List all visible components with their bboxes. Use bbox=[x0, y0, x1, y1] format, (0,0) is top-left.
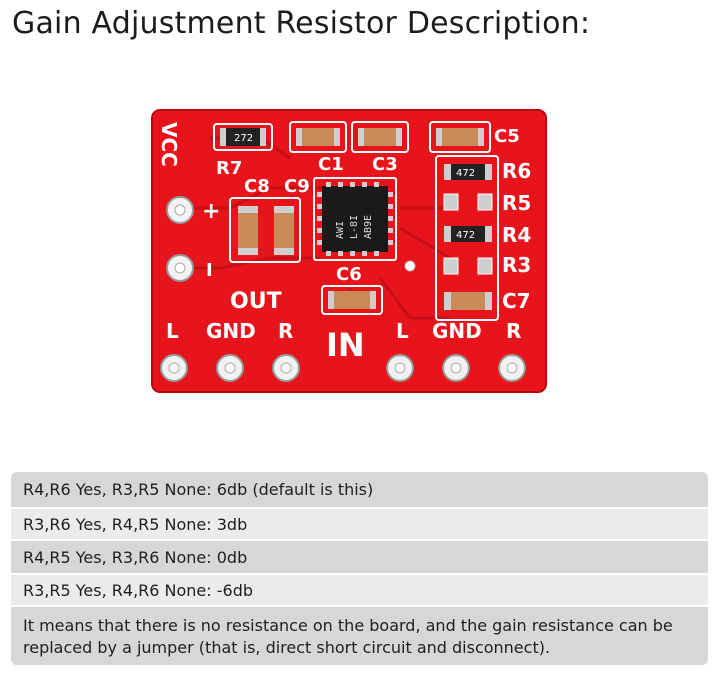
chip-pins bbox=[317, 182, 393, 256]
c6-outline bbox=[321, 285, 383, 315]
gain-settings-table: R4,R6 Yes, R3,R5 None: 6db (default is t… bbox=[11, 472, 708, 665]
r5-label: R5 bbox=[502, 191, 531, 215]
table-row: R3,R6 Yes, R4,R5 None: 3db bbox=[11, 509, 708, 541]
table-row-note: It means that there is no resistance on … bbox=[11, 607, 708, 665]
c8-label: C8 bbox=[244, 176, 270, 197]
in-gnd-label: GND bbox=[432, 319, 482, 343]
minus-label: I bbox=[206, 260, 213, 281]
c5-outline bbox=[429, 121, 491, 153]
amplifier-board-image: VCC 272 R7 C1 C3 C5 C8 C9 bbox=[150, 108, 550, 394]
out-gnd-label: GND bbox=[206, 319, 256, 343]
r7-label: R7 bbox=[216, 158, 242, 179]
in-r-label: R bbox=[506, 319, 521, 343]
table-row: R3,R5 Yes, R4,R6 None: -6db bbox=[11, 575, 708, 607]
mounting-hole bbox=[404, 260, 416, 272]
chip-marking-2: L-8I bbox=[349, 215, 360, 239]
out-l-label: L bbox=[166, 319, 179, 343]
r6-code: 472 bbox=[456, 168, 475, 179]
c3-outline bbox=[351, 121, 409, 153]
c5-label: C5 bbox=[494, 126, 520, 147]
amp-chip bbox=[322, 186, 388, 252]
r4-label: R4 bbox=[502, 223, 531, 247]
c1-outline bbox=[289, 121, 347, 153]
c8-c9-outline bbox=[229, 197, 301, 263]
in-label: IN bbox=[326, 326, 365, 364]
r3-label: R3 bbox=[502, 253, 531, 277]
plus-label: + bbox=[202, 199, 220, 224]
r6-label: R6 bbox=[502, 159, 531, 183]
c7-label: C7 bbox=[502, 289, 531, 313]
vcc-label: VCC bbox=[157, 122, 181, 167]
c1-label: C1 bbox=[318, 154, 344, 175]
table-row: R4,R5 Yes, R3,R6 None: 0db bbox=[11, 541, 708, 575]
out-r-label: R bbox=[278, 319, 293, 343]
in-l-label: L bbox=[396, 319, 409, 343]
c3-label: C3 bbox=[372, 154, 398, 175]
c9-label: C9 bbox=[284, 176, 310, 197]
out-label: OUT bbox=[230, 289, 282, 314]
amp-chip-outline bbox=[313, 177, 397, 261]
chip-marking-3: AB9E bbox=[363, 215, 374, 239]
table-row: R4,R6 Yes, R3,R5 None: 6db (default is t… bbox=[11, 472, 708, 509]
chip-marking-1: AWI bbox=[335, 221, 346, 239]
page-title: Gain Adjustment Resistor Description: bbox=[12, 6, 591, 41]
c6-label: C6 bbox=[336, 264, 362, 285]
r7-code: 272 bbox=[234, 133, 253, 144]
r7-outline bbox=[213, 123, 273, 151]
right-resistor-block bbox=[435, 155, 499, 321]
r4-code: 472 bbox=[456, 230, 475, 241]
bottom-pin-row bbox=[160, 354, 526, 382]
